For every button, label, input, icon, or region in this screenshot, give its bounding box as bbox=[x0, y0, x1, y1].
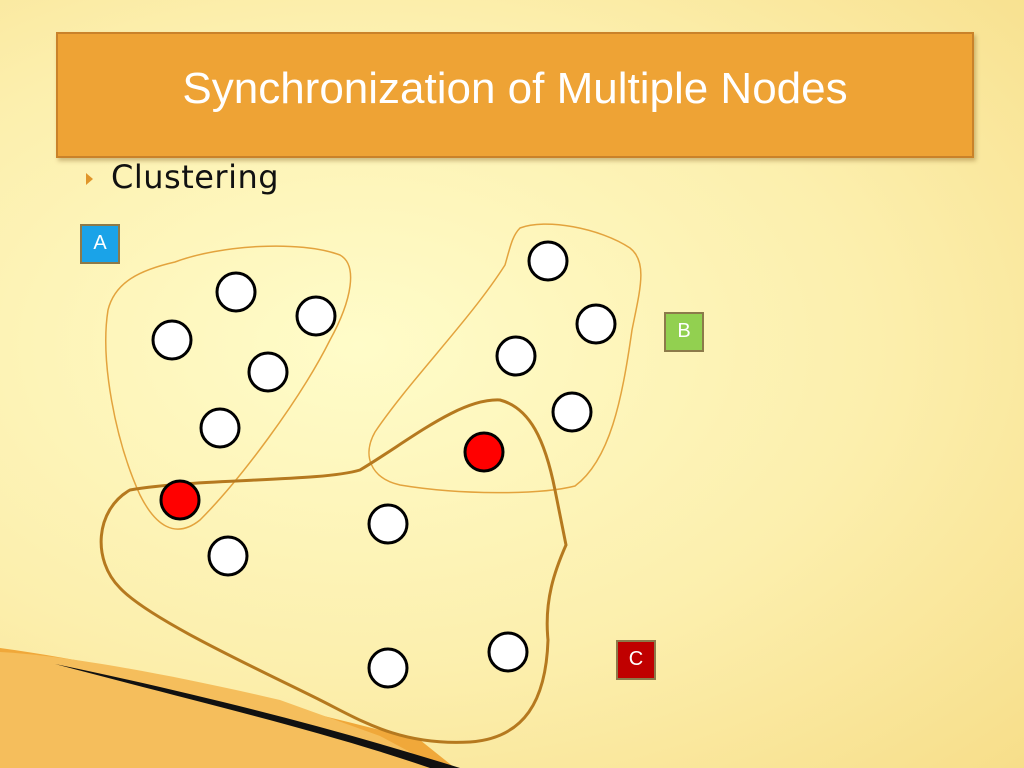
node bbox=[575, 303, 617, 345]
cluster-label-a-text: A bbox=[93, 232, 107, 254]
title-bar: Synchronization of Multiple Nodes bbox=[56, 32, 974, 158]
bullet-item: Clustering bbox=[86, 158, 279, 196]
cluster-label-a: A bbox=[80, 224, 120, 264]
node bbox=[215, 271, 257, 313]
node bbox=[199, 407, 241, 449]
cluster-label-c-text: C bbox=[628, 648, 644, 670]
node bbox=[247, 351, 289, 393]
node bbox=[295, 295, 337, 337]
bullet-text: Clustering bbox=[111, 158, 280, 196]
decorative-swoosh bbox=[0, 648, 460, 768]
cluster-label-b: B bbox=[664, 312, 704, 352]
node bbox=[367, 647, 409, 689]
highlighted-node bbox=[463, 431, 505, 473]
cluster-label-b-text: B bbox=[677, 320, 691, 342]
node bbox=[207, 535, 249, 577]
cluster-a-outline bbox=[105, 245, 352, 530]
node bbox=[487, 631, 529, 673]
node bbox=[367, 503, 409, 545]
node bbox=[495, 335, 537, 377]
node bbox=[527, 240, 569, 282]
slide-title: Synchronization of Multiple Nodes bbox=[182, 64, 848, 113]
node bbox=[551, 391, 593, 433]
highlighted-node bbox=[159, 479, 201, 521]
cluster-b-outline bbox=[368, 223, 642, 494]
cluster-label-c: C bbox=[616, 640, 656, 680]
node bbox=[151, 319, 193, 361]
bullet-arrow-icon bbox=[86, 173, 93, 185]
cluster-c-outline bbox=[99, 398, 568, 744]
